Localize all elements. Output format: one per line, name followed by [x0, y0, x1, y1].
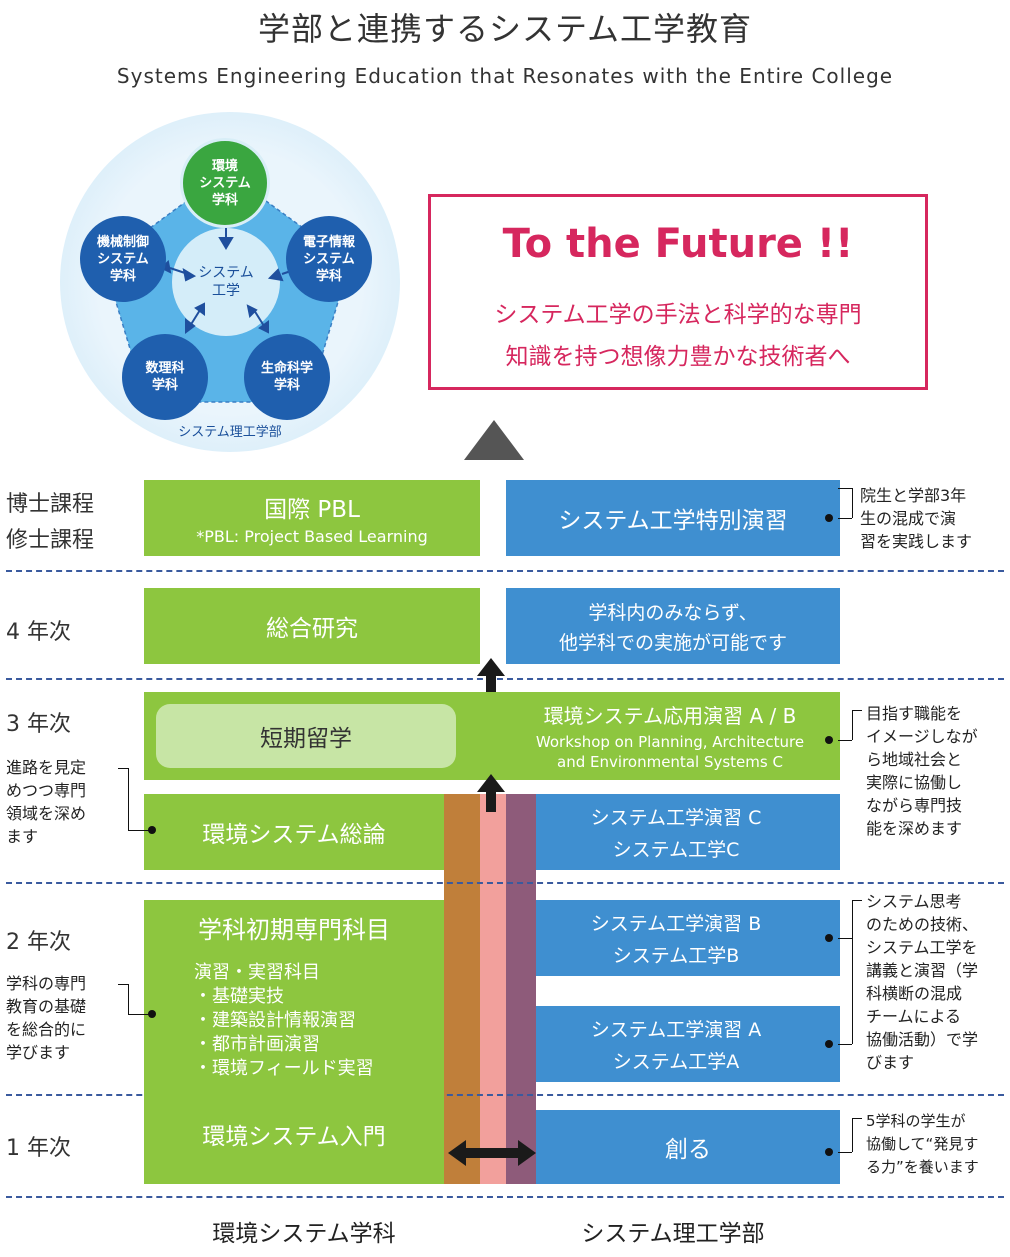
early-courses-box: 学科初期専門科目 演習・実習科目 ・基礎実技 ・建築設計情報演習 ・都市計画演習… [144, 900, 444, 1096]
env-overview-box: 環境システム総論 [144, 794, 444, 870]
bullet-y3-left [148, 826, 156, 834]
research-note-2: 他学科での実施が可能です [558, 631, 787, 654]
bracket-y3-left-t [118, 768, 128, 769]
early-item-3: ・都市計画演習 [194, 1034, 320, 1055]
bracket-y3-right-t [852, 710, 862, 711]
note-y1-right: 5学科の学生が 協働して“発見す る力”を養います [866, 1112, 979, 1176]
up-triangle-icon [464, 420, 524, 460]
bracket-y3-right-v [852, 710, 853, 740]
bracket-y2-left-v [128, 984, 129, 1014]
bracket-y3-right-b [838, 740, 852, 741]
early-item-2: ・建築設計情報演習 [194, 1010, 356, 1031]
node-math: 数理科 学科 [122, 334, 208, 420]
bracket-y2-right-b [838, 1044, 852, 1045]
label-year2: 2 年次 [6, 930, 71, 955]
bracket-y2-right-v [852, 900, 853, 1044]
label-year1: 1 年次 [6, 1136, 71, 1161]
bracket-y2-right-t [852, 900, 862, 901]
node-mechanical: 機械制御 システム 学科 [80, 216, 166, 302]
se-b-line-2: システム工学B [612, 944, 740, 967]
bracket-y2-left-b [128, 1014, 150, 1015]
bracket-grad-h [838, 518, 852, 519]
pbl-box: 国際 PBL *PBL: Project Based Learning [144, 480, 480, 556]
se-c-line-1: システム工学演習 C [590, 806, 762, 829]
applied-sub-2: and Environmental Systems C [557, 753, 783, 771]
bracket-y2-right-m [838, 938, 852, 939]
bullet-y2-right-b [825, 934, 833, 942]
divider-3 [6, 882, 1004, 884]
divider-1 [6, 570, 1004, 572]
bracket-grad [838, 488, 852, 519]
bullet-y3-right [825, 736, 833, 744]
divider-5 [6, 1196, 1004, 1198]
early-item-4: ・環境フィールド実習 [194, 1058, 374, 1079]
diagram-caption: システム理工学部 [178, 424, 282, 440]
bracket-grad-line [852, 488, 853, 518]
se-b-box: システム工学演習 B システム工学B [536, 900, 840, 976]
future-line-2: 知識を持つ想像力豊かな技術者へ [505, 344, 851, 370]
note-grad: 院生と学部3年 生の混成で演 習を実践します [860, 486, 973, 551]
pbl-title: 国際 PBL [264, 497, 360, 523]
node-electronics: 電子情報 システム 学科 [286, 216, 372, 302]
bracket-y1-right-t [852, 1118, 862, 1119]
brown-stripe [444, 794, 480, 1184]
college-diagram: 環境 システム 学科 機械制御 システム 学科 電子情報 システム 学科 数理科… [60, 112, 400, 452]
footer-right: システム理工学部 [581, 1221, 765, 1247]
bullet-y2-right-a [825, 1040, 833, 1048]
divider-2 [6, 678, 1004, 680]
se-a-box: システム工学演習 A システム工学A [536, 1006, 840, 1082]
future-heading: To the Future !! [502, 221, 854, 267]
create-box: 創る [536, 1110, 840, 1184]
page-subtitle: Systems Engineering Education that Reson… [116, 64, 894, 88]
bracket-y3-left-v [128, 768, 129, 830]
bracket-y1-right-b [838, 1152, 852, 1153]
bracket-y3-left-b [128, 830, 150, 831]
research-box: 総合研究 [144, 588, 480, 664]
page-title: 学部と連携するシステム工学教育 [257, 10, 753, 48]
se-b-line-1: システム工学演習 B [590, 912, 762, 935]
up-arrow-icon-2 [477, 774, 505, 812]
note-y2-right: システム思考 のための技術、 システム工学を 講義と演習（学 科横断の混成 チー… [866, 892, 979, 1072]
node-bioscience: 生命科学 学科 [244, 334, 330, 420]
bracket-y2-left-t [118, 984, 128, 985]
applied-sub-1: Workshop on Planning, Architecture [535, 733, 805, 751]
up-arrow-icon [477, 658, 505, 696]
research-note-1: 学科内のみならず、 [588, 601, 758, 624]
se-c-line-2: システム工学C [612, 838, 740, 861]
se-c-box: システム工学演習 C システム工学C [536, 794, 840, 870]
footer-left: 環境システム学科 [212, 1221, 396, 1247]
se-a-line-2: システム工学A [612, 1050, 740, 1073]
research-note-box: 学科内のみならず、 他学科での実施が可能です [506, 588, 840, 664]
early-title: 学科初期専門科目 [198, 915, 390, 944]
label-doctor: 博士課程 [6, 492, 95, 517]
purple-stripe [506, 794, 536, 1184]
se-a-line-1: システム工学演習 A [590, 1018, 762, 1041]
divider-4 [6, 1094, 1004, 1096]
note-y2-left: 学科の専門 教育の基礎 を総合的に 学びます [6, 974, 87, 1062]
node-env-systems: 環境 システム 学科 [180, 138, 270, 228]
label-year4: 4 年次 [6, 620, 71, 645]
early-item-1: ・基礎実技 [194, 986, 284, 1007]
env-intro-label: 環境システム入門 [202, 1124, 386, 1150]
special-practice-box: システム工学特別演習 [506, 480, 840, 556]
note-y3-left: 進路を見定 めつつ専門 領域を深め ます [6, 758, 87, 846]
applied-title: 環境システム応用演習 A / B [543, 703, 797, 728]
env-intro-box: 環境システム入門 [144, 1096, 444, 1184]
future-box: To the Future !! システム工学の手法と科学的な専門 知識を持つ想… [428, 194, 928, 390]
note-y3-right: 目指す職能を イメージしなが ら地域社会と 実際に協働し ながら専門技 能を深め… [866, 704, 978, 838]
bracket-y1-right-v [852, 1118, 853, 1152]
early-subtitle: 演習・実習科目 [194, 962, 320, 983]
pbl-subtitle: *PBL: Project Based Learning [196, 526, 428, 546]
label-master: 修士課程 [6, 528, 95, 553]
future-line-1: システム工学の手法と科学的な専門 [494, 302, 862, 328]
bullet-y2-left [148, 1010, 156, 1018]
node-system-engineering: システム 工学 [198, 265, 254, 299]
double-arrow-icon [448, 1140, 536, 1166]
label-year3: 3 年次 [6, 712, 71, 737]
bullet-y1-right [825, 1148, 833, 1156]
bullet-grad [825, 514, 833, 522]
short-study-box: 短期留学 [156, 704, 456, 768]
